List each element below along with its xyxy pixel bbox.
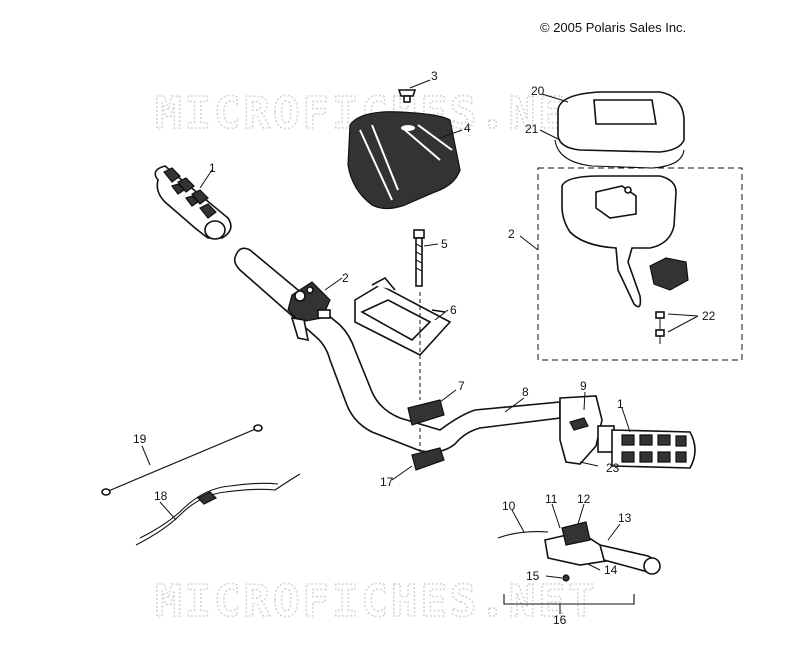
callout-16: 16 [553,613,567,627]
callout-10: 10 [502,499,516,513]
screw [397,89,417,103]
clamp-screws [655,311,665,344]
reservoir-clamp [649,257,689,291]
watermark-bottom: MICROFICHES.NET [155,576,597,627]
callout-18: 18 [154,489,168,503]
callout-11: 11 [545,492,558,506]
callout-3: 3 [431,69,438,83]
callout-2b: 2 [508,227,515,241]
reservoir-body [561,175,677,308]
wire-harness [135,473,301,546]
callout-1a: 1 [209,161,216,175]
callout-20: 20 [531,84,545,98]
brake-lever-assembly [497,521,661,582]
callout-21: 21 [525,122,539,136]
callout-6: 6 [450,303,457,317]
callout-8: 8 [522,385,529,399]
callout-14: 14 [604,563,618,577]
lower-clamp [411,447,445,471]
upper-clamp [407,399,445,426]
callout-13: 13 [618,511,632,525]
callout-4: 4 [464,121,471,135]
throttle-switch [559,395,615,465]
reservoir-gasket [554,139,685,169]
callout-17: 17 [380,475,394,489]
handlebar [233,247,561,453]
callout-9: 9 [580,379,587,393]
left-grip [154,165,232,240]
callout-15: 15 [526,569,540,583]
reservoir-cap [557,91,685,153]
callout-5: 5 [441,237,448,251]
callout-2a: 2 [342,271,349,285]
throttle-cable [101,424,263,496]
right-grip [611,429,696,469]
handlebar-cover [347,111,461,210]
callout-1b: 1 [617,397,624,411]
clamp-bracket [354,276,452,356]
callout-7: 7 [458,379,465,393]
copyright-notice: © 2005 Polaris Sales Inc. [540,20,687,35]
callout-23: 23 [606,461,620,475]
callout-22: 22 [702,309,716,323]
callout-19: 19 [133,432,147,446]
bolt [413,229,425,287]
callout-12: 12 [577,492,591,506]
reservoir-group-box [537,167,743,361]
